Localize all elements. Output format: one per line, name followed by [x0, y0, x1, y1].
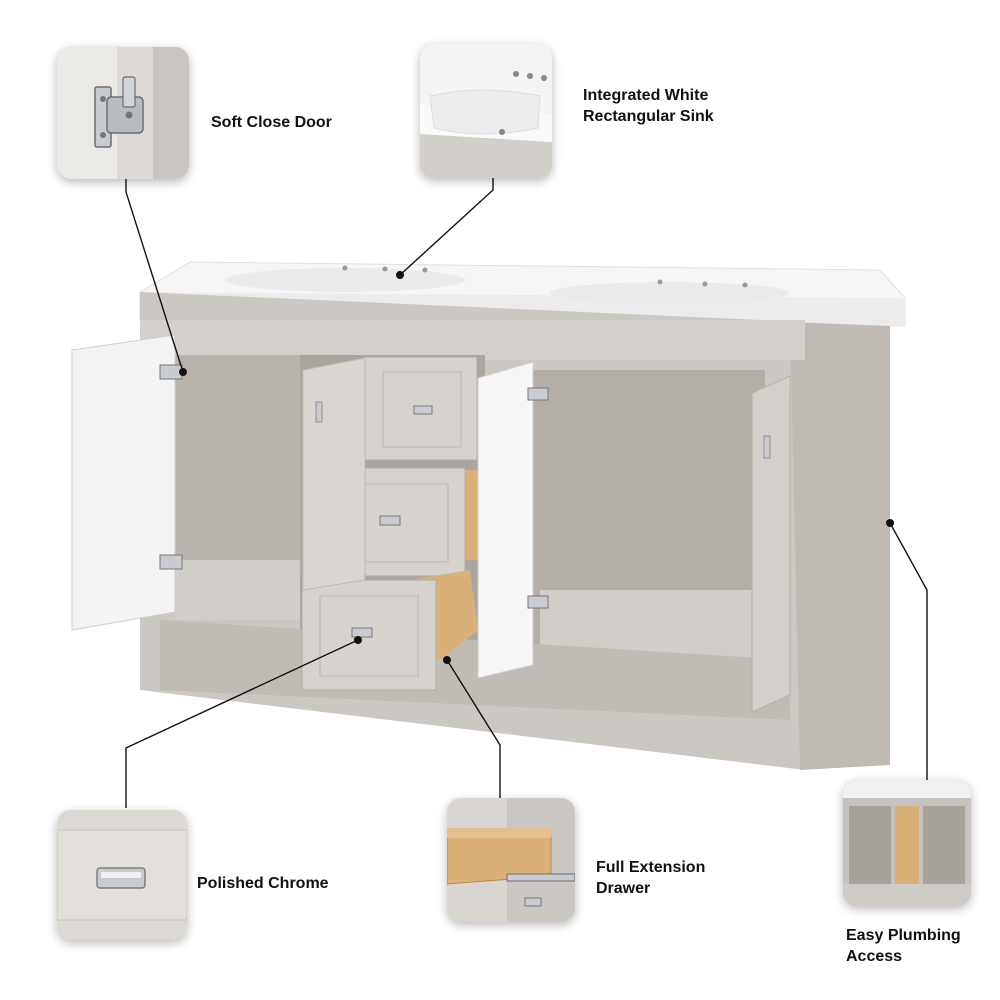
drawer-pull-icon	[57, 810, 187, 940]
label-sink-line-2: Rectangular Sink	[583, 108, 714, 125]
label-chrome: Polished Chrome	[197, 873, 329, 894]
drawer-slide-thumbnail	[447, 798, 575, 922]
drawer-slide-icon	[447, 798, 575, 922]
label-plumbing: Easy Plumbing Access	[846, 925, 961, 967]
plumbing-thumbnail	[843, 780, 971, 906]
center-doors	[302, 357, 549, 679]
leader-dot-plumbing	[886, 519, 894, 527]
leader-plumbing	[889, 522, 928, 780]
hinge-thumbnail	[57, 47, 189, 179]
right-door	[751, 375, 791, 713]
sink-thumbnail	[420, 44, 552, 178]
leader-dot-sink	[396, 271, 404, 279]
chrome-pull-thumbnail	[57, 810, 187, 940]
leader-dot-drawer	[443, 656, 451, 664]
label-plumbing-line-1: Easy Plumbing	[846, 927, 961, 944]
open-back-icon	[843, 780, 971, 906]
sink-icon	[420, 44, 552, 178]
leader-dot-chrome	[354, 636, 362, 644]
label-soft-close-line-1: Soft Close Door	[211, 114, 332, 131]
label-plumbing-line-2: Access	[846, 948, 903, 965]
label-sink-line-1: Integrated White	[583, 87, 709, 104]
right-basin	[550, 282, 790, 304]
label-soft-close: Soft Close Door	[211, 112, 332, 133]
label-drawer-line-2: Drawer	[596, 880, 651, 897]
left-basin	[225, 268, 465, 292]
leader-dot-soft-close	[179, 368, 187, 376]
leader-drawer	[446, 659, 501, 798]
label-sink: Integrated White Rectangular Sink	[583, 85, 714, 127]
label-drawer: Full Extension Drawer	[596, 857, 705, 899]
leader-chrome	[125, 639, 359, 808]
hinge-icon	[57, 47, 189, 179]
left-door	[71, 334, 183, 631]
leader-soft-close	[125, 178, 184, 373]
label-chrome-line-1: Polished Chrome	[197, 875, 329, 892]
label-drawer-line-1: Full Extension	[596, 859, 706, 876]
leader-sink	[399, 178, 494, 276]
